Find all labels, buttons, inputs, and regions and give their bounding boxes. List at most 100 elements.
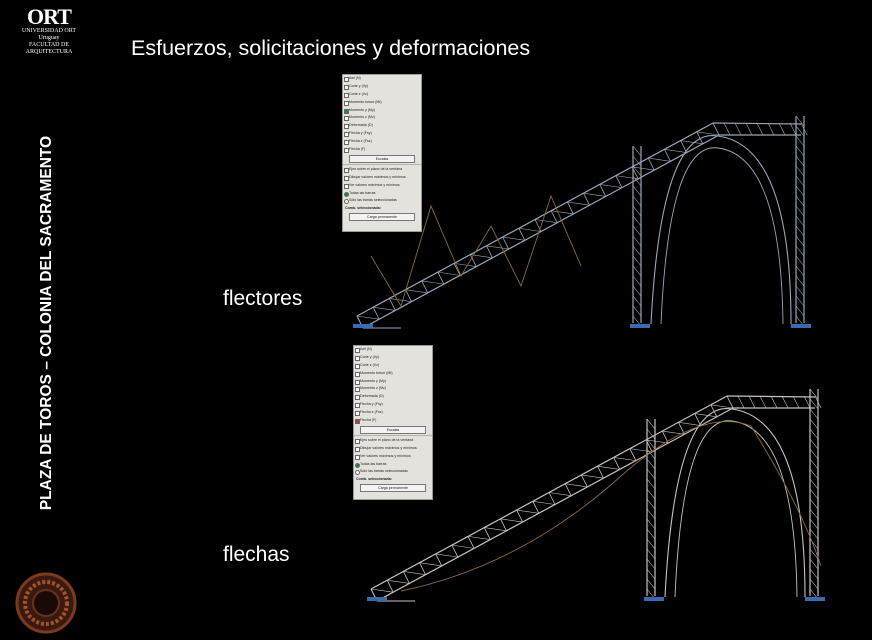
panel-checkbox-row[interactable]: Momento torsor (Mt) [354, 370, 432, 378]
checkbox-label: Momento torsor (Mt) [360, 370, 393, 375]
checkbox-icon[interactable] [355, 363, 360, 369]
radio-label: Todas las barras [349, 190, 376, 195]
panel-option-row[interactable]: Dibujar valores máximos y mínimos [343, 174, 421, 182]
combo-label: Comb. seleccionada: [345, 206, 381, 211]
results-panel-flectores[interactable]: Axil (N) Corte y (Vy) Corte z (Vz) Momento … [342, 74, 422, 232]
scales-button[interactable]: Escalas [349, 154, 415, 163]
radio-label: Sólo las barras seleccionadas [360, 469, 408, 474]
checkbox-label: Flecha y (Fsy) [349, 131, 372, 136]
panel-checkbox-row[interactable]: Momento z (Mz) [354, 385, 432, 393]
checkbox-label: Momento y (My) [360, 378, 386, 383]
checkbox-label: Corte y (Vy) [360, 354, 380, 359]
checkbox-icon[interactable] [344, 167, 349, 173]
truss-flechas [367, 388, 825, 602]
checkbox-icon[interactable] [355, 454, 360, 460]
panel-option-row[interactable]: Ejes sobre el plano de la ventana [354, 437, 432, 445]
checkbox-icon[interactable] [344, 132, 349, 138]
checkbox-icon[interactable] [344, 140, 349, 146]
checkbox-label: Corte z (Vz) [349, 91, 369, 96]
checkbox-icon[interactable] [355, 348, 360, 353]
checkbox-icon[interactable] [344, 175, 349, 181]
panel-checkbox-row[interactable]: Momento torsor (Mt) [343, 99, 421, 107]
panel-checkbox-row[interactable]: Axil (N) [343, 75, 421, 83]
panel-checkbox-row[interactable]: Momento y (My) [354, 378, 432, 386]
checkbox-icon[interactable] [344, 100, 349, 106]
panel-checkbox-row[interactable]: Corte y (Vy) [354, 354, 432, 362]
checkbox-icon[interactable] [344, 124, 349, 130]
checkbox-icon[interactable] [355, 438, 360, 444]
radio-label: Todas las barras [360, 461, 387, 466]
checkbox-icon[interactable] [344, 108, 349, 114]
checkbox-label: Deformada (D) [360, 394, 384, 399]
checkbox-icon[interactable] [355, 395, 360, 401]
panel-radio-row[interactable]: Todas las barras [343, 190, 421, 198]
checkbox-label: Flecha (F) [349, 147, 366, 152]
checkbox-icon[interactable] [355, 403, 360, 409]
checkbox-icon[interactable] [355, 419, 360, 425]
combo-label: Comb. seleccionada: [356, 477, 392, 482]
panel-checkbox-row[interactable]: Flecha (F) [354, 417, 432, 425]
checkbox-icon[interactable] [355, 387, 360, 393]
checkbox-label: Momento y (My) [349, 107, 375, 112]
checkbox-icon[interactable] [355, 371, 360, 377]
option-label: Dibujar valores máximos y mínimos [360, 445, 417, 450]
checkbox-label: Momento z (Mz) [360, 386, 386, 391]
panel-checkbox-row[interactable]: Corte z (Vz) [354, 362, 432, 370]
panel-option-row[interactable]: Dibujar valores máximos y mínimos [354, 445, 432, 453]
checkbox-label: Corte y (Vy) [349, 83, 369, 88]
checkbox-icon[interactable] [355, 446, 360, 452]
panel-divider [343, 163, 421, 165]
radio-icon[interactable] [355, 470, 360, 476]
sidebar: ORT UNIVERSIDAD ORT Uruguay FACULTAD DE … [0, 0, 98, 640]
vertical-title: PLAZA DE TOROS – COLONIA DEL SACRAMENTO [38, 135, 55, 511]
panel-radio-row[interactable]: Sólo las barras seleccionadas [354, 468, 432, 476]
panel-checkbox-row[interactable]: Momento y (My) [343, 107, 421, 115]
panel-checkbox-row[interactable]: Flecha z (Fsz) [354, 409, 432, 417]
panel-radio-row[interactable]: Sólo las barras seleccionadas [343, 197, 421, 205]
option-label: Ver valores máximos y mínimos [349, 182, 400, 187]
checkbox-icon[interactable] [344, 148, 349, 154]
panel-checkbox-row[interactable]: Flecha z (Fsz) [343, 138, 421, 146]
panel-checkbox-row[interactable]: Corte y (Vy) [343, 83, 421, 91]
panel-checkbox-row[interactable]: Corte z (Vz) [343, 91, 421, 99]
panel-checkbox-row[interactable]: Axil (N) [354, 346, 432, 354]
checkbox-icon[interactable] [355, 355, 360, 361]
logo-line-1: UNIVERSIDAD ORT [21, 28, 77, 34]
logo-mark: ORT [27, 4, 72, 29]
panel-checkbox-row[interactable]: Deformada (D) [354, 393, 432, 401]
checkbox-icon[interactable] [344, 84, 349, 90]
label-flechas: flechas [223, 543, 290, 566]
panel-checkbox-row[interactable]: Flecha y (Fsy) [354, 401, 432, 409]
panel-option-row[interactable]: Ejes sobre el plano de la ventana [343, 166, 421, 174]
checkbox-label: Axil (N) [349, 76, 361, 80]
checkbox-icon[interactable] [344, 77, 349, 82]
checkbox-label: Axil (N) [360, 347, 372, 351]
results-panel-flechas[interactable]: Axil (N) Corte y (Vy) Corte z (Vz) Momento … [353, 345, 433, 500]
radio-icon[interactable] [344, 191, 349, 197]
panel-option-row[interactable]: Ver valores máximos y mínimos [343, 182, 421, 190]
scales-button[interactable]: Escalas [360, 425, 426, 434]
checkbox-icon[interactable] [355, 411, 360, 417]
panel-checkbox-row[interactable]: Deformada (D) [343, 122, 421, 130]
option-label: Dibujar valores máximos y mínimos [349, 174, 406, 179]
checkbox-icon[interactable] [355, 379, 360, 385]
panel-option-row[interactable]: Ver valores máximos y mínimos [354, 453, 432, 461]
checkbox-label: Momento z (Mz) [349, 115, 375, 120]
structure-diagrams [353, 115, 825, 602]
checkbox-icon[interactable] [344, 183, 349, 189]
panel-checkbox-row[interactable]: Flecha y (Fsy) [343, 130, 421, 138]
checkbox-label: Momento torsor (Mt) [349, 99, 382, 104]
panel-checkbox-row[interactable]: Momento z (Mz) [343, 114, 421, 122]
combo-select[interactable]: Carga permanente [360, 484, 426, 493]
checkbox-icon[interactable] [344, 92, 349, 98]
option-label: Ejes sobre el plano de la ventana [360, 437, 414, 442]
panel-radio-row[interactable]: Todas las barras [354, 461, 432, 469]
radio-icon[interactable] [355, 462, 360, 468]
panel-checkbox-row[interactable]: Flecha (F) [343, 146, 421, 154]
checkbox-label: Corte z (Vz) [360, 362, 380, 367]
radio-icon[interactable] [344, 199, 349, 205]
truss-flectores [353, 115, 811, 329]
combo-select[interactable]: Carga permanente [349, 213, 415, 222]
checkbox-icon[interactable] [344, 116, 349, 122]
panel-divider [354, 434, 432, 436]
